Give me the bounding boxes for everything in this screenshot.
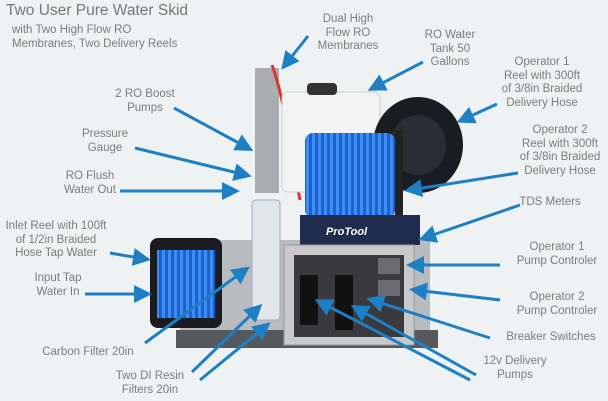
arrow-inlet-reel <box>109 248 151 266</box>
arrow-op2-reel <box>404 171 519 198</box>
label-op2-reel: Operator 2 Reel with 300ft of 3/8in Brai… <box>519 124 601 177</box>
arrow-di-a <box>190 303 263 374</box>
label-carbon: Carbon Filter 20in <box>42 346 134 358</box>
arrow-pump-b <box>350 305 477 377</box>
operator-2-reel <box>305 130 403 225</box>
arrow-gauge <box>134 146 252 181</box>
label-op1-reel: Operator 1 Reel with 300ft of 3/8in Brai… <box>501 56 583 109</box>
label-gauge: Pressure Gauge <box>81 128 129 154</box>
reel-frame <box>300 215 420 245</box>
label-boost: 2 RO Boost Pumps <box>115 88 175 114</box>
inlet-reel <box>150 238 222 328</box>
label-tds: TDS Meters <box>519 196 581 208</box>
label-breaker: Breaker Switches <box>506 331 596 343</box>
label-op1-pump: Operator 1 Pump Controler <box>516 241 598 267</box>
arrow-op2-pump <box>409 282 501 302</box>
membrane-tube <box>255 68 279 193</box>
subtitle: with Two High Flow RO Membranes, Two Del… <box>12 24 178 50</box>
label-delivery-pumps: 12v Delivery Pumps <box>483 355 547 381</box>
label-di-resin: Two DI Resin Filters 20in <box>115 370 185 396</box>
filter-housings <box>251 199 281 321</box>
arrow-tank <box>367 60 424 91</box>
label-input-tap: Input Tap Water In <box>34 272 82 298</box>
arrow-carbon <box>144 266 250 345</box>
protool-logo: ProTool <box>326 226 368 238</box>
arrow-membranes <box>281 35 310 70</box>
arrow-tds <box>418 203 521 243</box>
label-flush: RO Flush Water Out <box>64 170 116 196</box>
arrow-di-b <box>199 322 271 382</box>
label-tank: RO Water Tank 50 Gallons <box>424 29 476 68</box>
page-title: Two User Pure Water Skid <box>6 2 189 19</box>
arrow-breaker <box>366 295 491 340</box>
label-membranes: Dual High Flow RO Membranes <box>317 13 379 52</box>
arrow-boost <box>173 106 254 151</box>
arrow-op1-reel <box>456 102 498 124</box>
label-inlet-reel: Inlet Reel with 100ft of 1/2in Braided H… <box>5 220 107 259</box>
label-op2-pump: Operator 2 Pump Controler <box>516 291 598 317</box>
arrow-pump-a <box>314 299 471 382</box>
callout-arrows <box>85 35 521 382</box>
